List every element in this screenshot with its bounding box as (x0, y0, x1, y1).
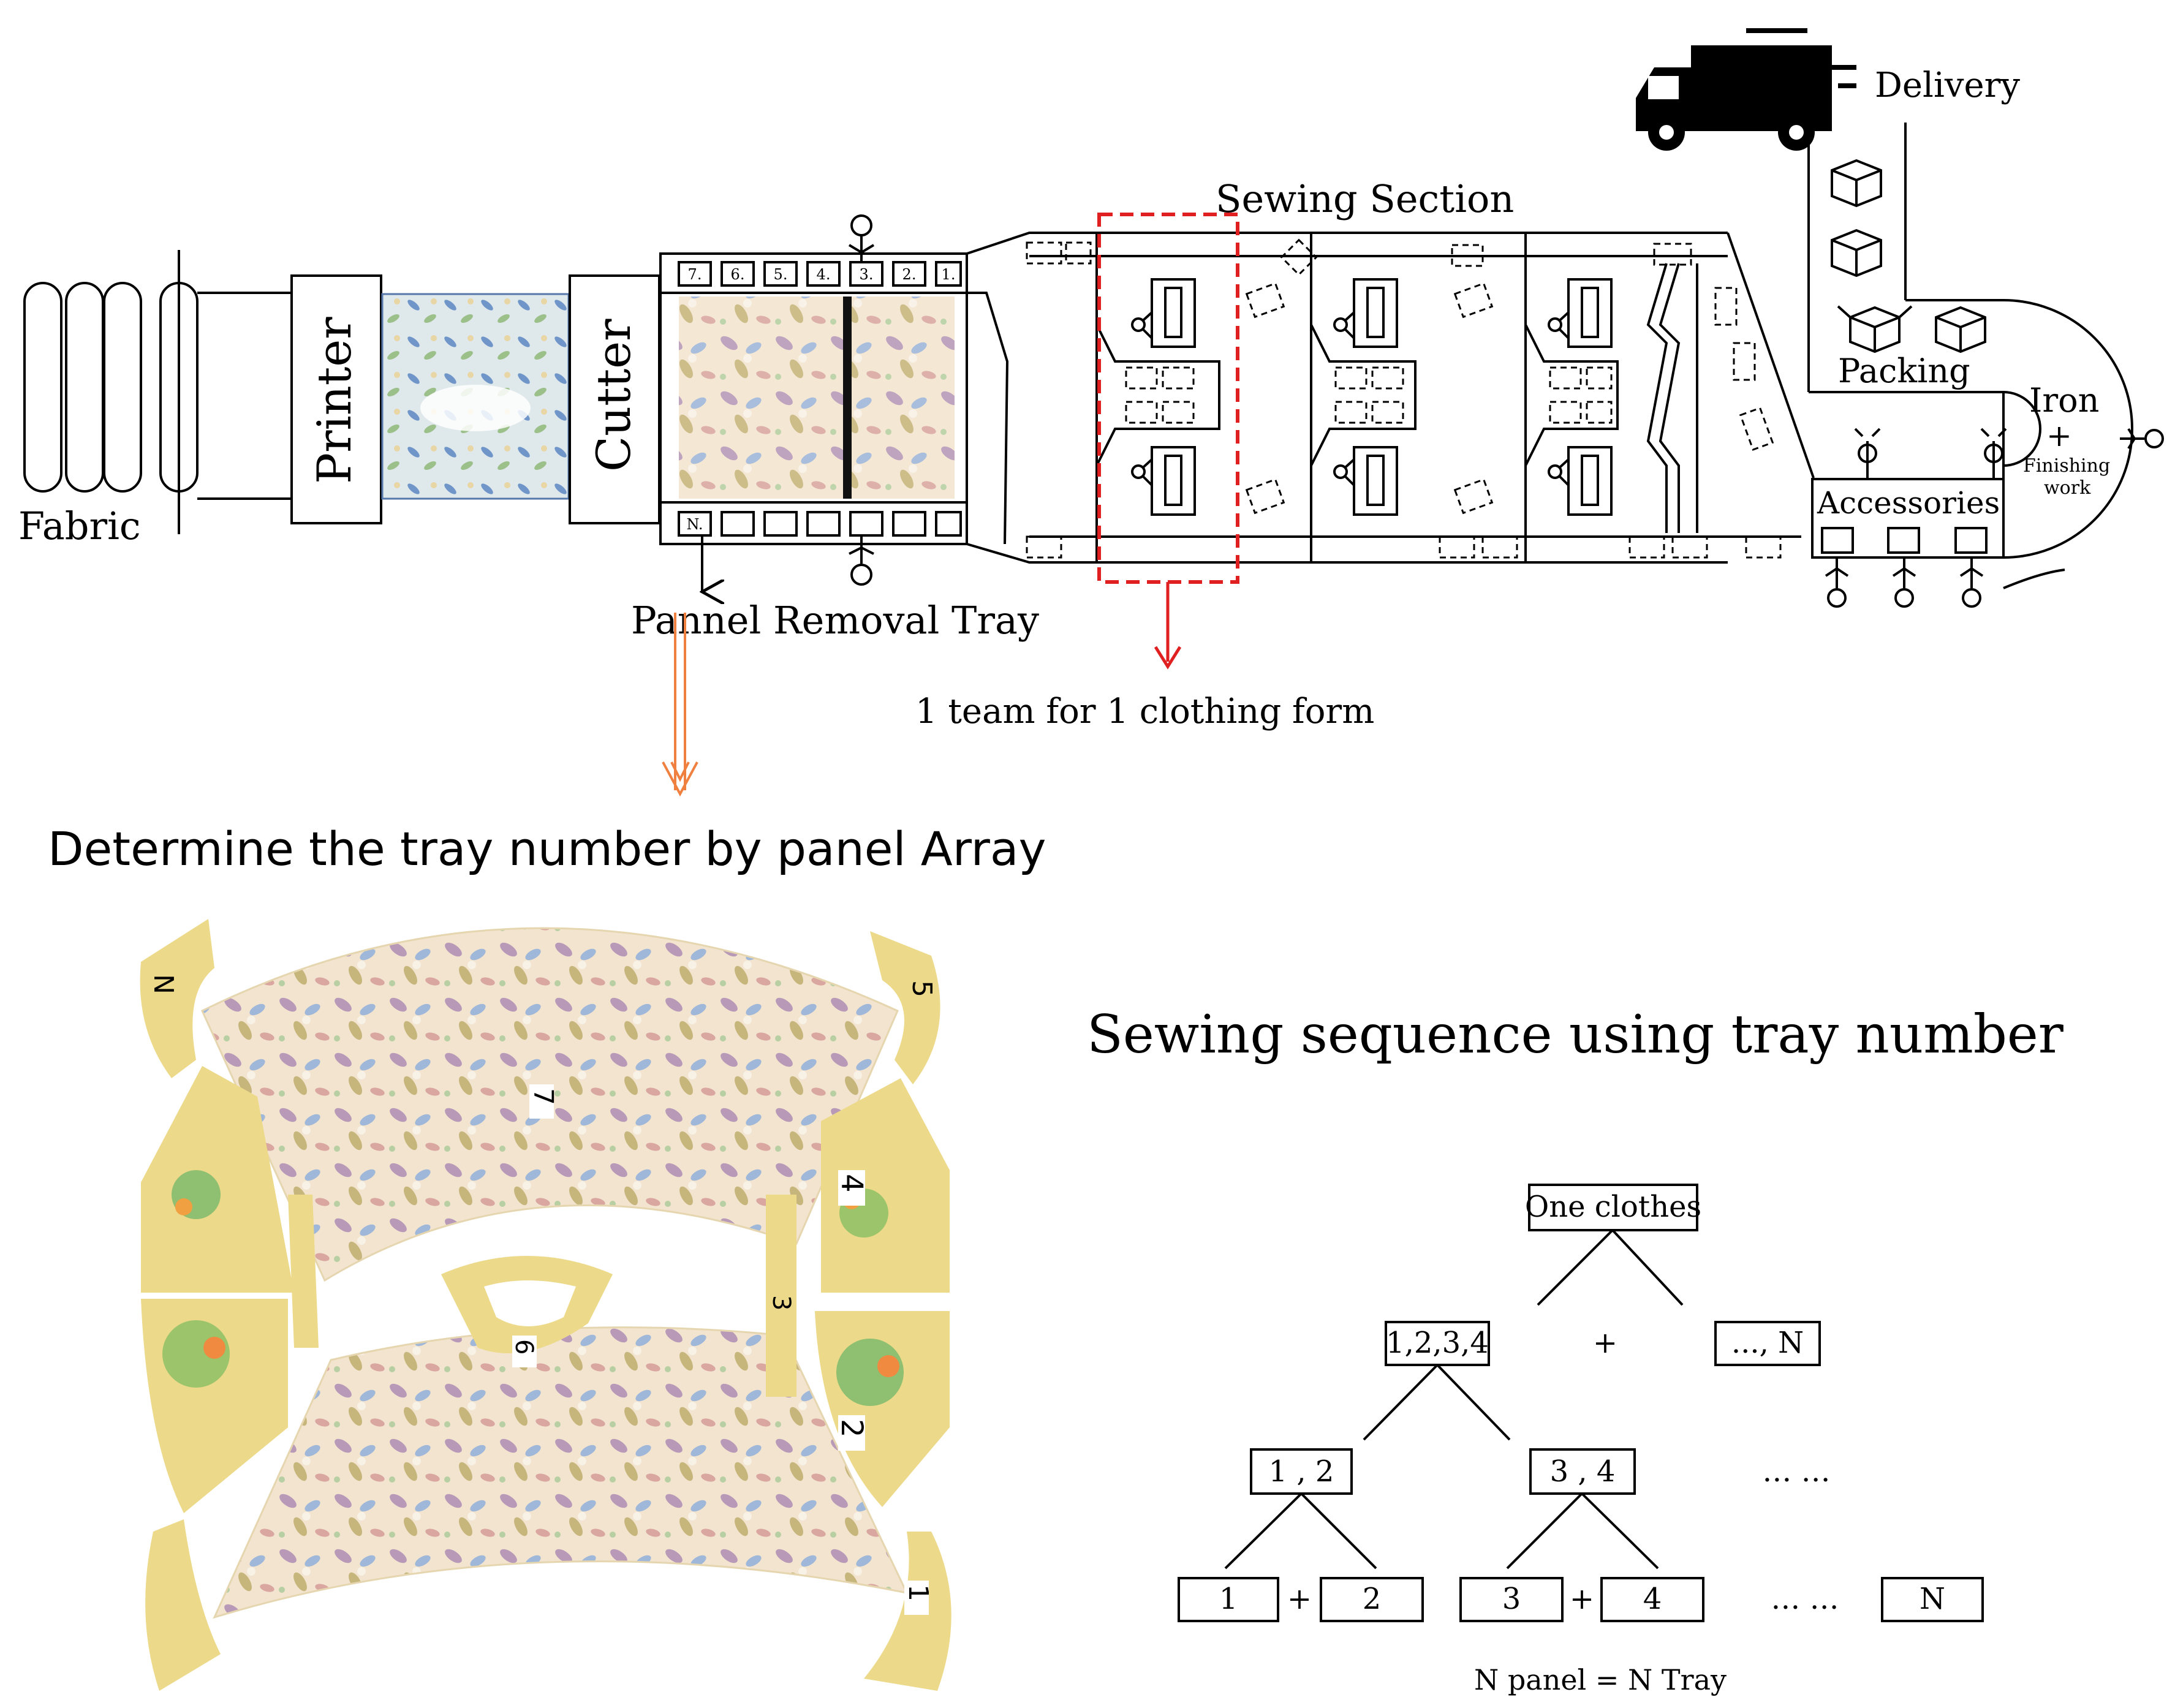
tray-label-2: 2. (902, 266, 917, 283)
curved-arrow (2003, 569, 2065, 589)
tree-footnote: N panel = N Tray (1474, 1663, 1727, 1696)
tray-label-1: 1. (942, 266, 956, 283)
panel-label-1: 1 (902, 1584, 934, 1601)
cutter-label: Cutter (586, 319, 641, 472)
printer-label: Printer (307, 317, 361, 484)
box-icon (1935, 306, 1986, 353)
orange-double-arrow (662, 613, 698, 797)
cut-bed (659, 252, 968, 545)
tray-row-bottom (678, 511, 962, 537)
sewing-machine-icon (1131, 446, 1196, 516)
finishing-label-1: Finishing (2023, 455, 2110, 477)
fabric-label: Fabric (18, 504, 141, 548)
tray-label-6: 6. (731, 266, 745, 283)
tree-root: One clothes (1525, 1190, 1701, 1224)
red-down-arrow (1154, 582, 1182, 670)
page-title: Determine the tray number by panel Array (48, 822, 1046, 876)
tree-leaf-n: N (1920, 1582, 1945, 1616)
tree-leaf-plus-b: + (1570, 1582, 1594, 1616)
sewing-machine-icon (1131, 278, 1196, 348)
sewing-section-label: Sewing Section (1216, 176, 1514, 221)
fabric-rolls (23, 250, 292, 534)
truck-icon (1636, 28, 1856, 151)
team-highlight-box (1097, 213, 1239, 584)
tree-leaf-ellipsis: … … (1771, 1582, 1839, 1616)
tree-node-1-2: 1 , 2 (1269, 1454, 1334, 1489)
delivery-label: Delivery (1875, 66, 2020, 105)
worker-icon (849, 535, 874, 586)
team-note: 1 team for 1 clothing form (915, 692, 1374, 731)
panel-label-7: 7 (528, 1088, 559, 1105)
panel-label-4: 4 (834, 1174, 869, 1193)
sewing-machine-icon (1548, 278, 1613, 348)
tray-label-3: 3. (860, 266, 874, 283)
packing-label: Packing (1838, 352, 1970, 390)
tray-label-n: N. (686, 516, 703, 533)
tree-ellipsis-level2: … … (1762, 1454, 1830, 1489)
sewing-sequence-title: Sewing sequence using tray number (1087, 1004, 2064, 1065)
worker-icon (1980, 428, 2007, 478)
tree-leaf-2: 2 (1363, 1582, 1382, 1616)
box-icon (1831, 229, 1882, 278)
accessories-label: Accessories (1817, 485, 2000, 521)
tree-leaf-1: 1 (1219, 1582, 1238, 1616)
worker-icon (848, 214, 875, 262)
panel-label-5: 5 (906, 980, 937, 997)
finishing-label-2: work (2044, 477, 2091, 499)
panel-label-n: N (148, 974, 179, 994)
tray-label-7: 7. (688, 266, 702, 283)
sewing-machine-icon (1333, 278, 1398, 348)
iron-plus: + (2046, 418, 2072, 453)
tree-leaf-3: 3 (1502, 1582, 1521, 1616)
worker-icon (1825, 557, 1849, 608)
tray-row-top (678, 261, 962, 287)
box-icon (1837, 305, 1913, 353)
tree-leaf-4: 4 (1643, 1582, 1662, 1616)
sewing-machine-icon (1548, 446, 1613, 516)
printer-box (290, 274, 382, 524)
tree-leaf-plus-a: + (1287, 1582, 1312, 1616)
panel-label-6: 6 (510, 1339, 538, 1355)
worker-icon (2120, 428, 2164, 450)
panel-label-2: 2 (834, 1419, 869, 1438)
tree-node-n: ..., N (1731, 1326, 1804, 1360)
panel-removal-tray-label: Pannel Removal Tray (631, 598, 1039, 643)
worker-icon (1959, 557, 1984, 608)
tree-node-1234: 1,2,3,4 (1386, 1326, 1489, 1360)
iron-label: Iron (2029, 381, 2099, 420)
worker-icon (1892, 557, 1916, 608)
sewing-machine-icon (1333, 446, 1398, 516)
panel-label-3: 3 (767, 1295, 795, 1310)
tree-plus-level1: + (1593, 1326, 1617, 1360)
tray-label-4: 4. (817, 266, 831, 283)
box-icon (1831, 159, 1882, 208)
dashed-trays (1026, 238, 1782, 559)
sewing-tree (1178, 1184, 1984, 1622)
worker-icon (1854, 428, 1881, 478)
panel-array (140, 919, 951, 1691)
tray-label-5: 5. (774, 266, 788, 283)
tree-node-3-4: 3 , 4 (1550, 1454, 1616, 1489)
